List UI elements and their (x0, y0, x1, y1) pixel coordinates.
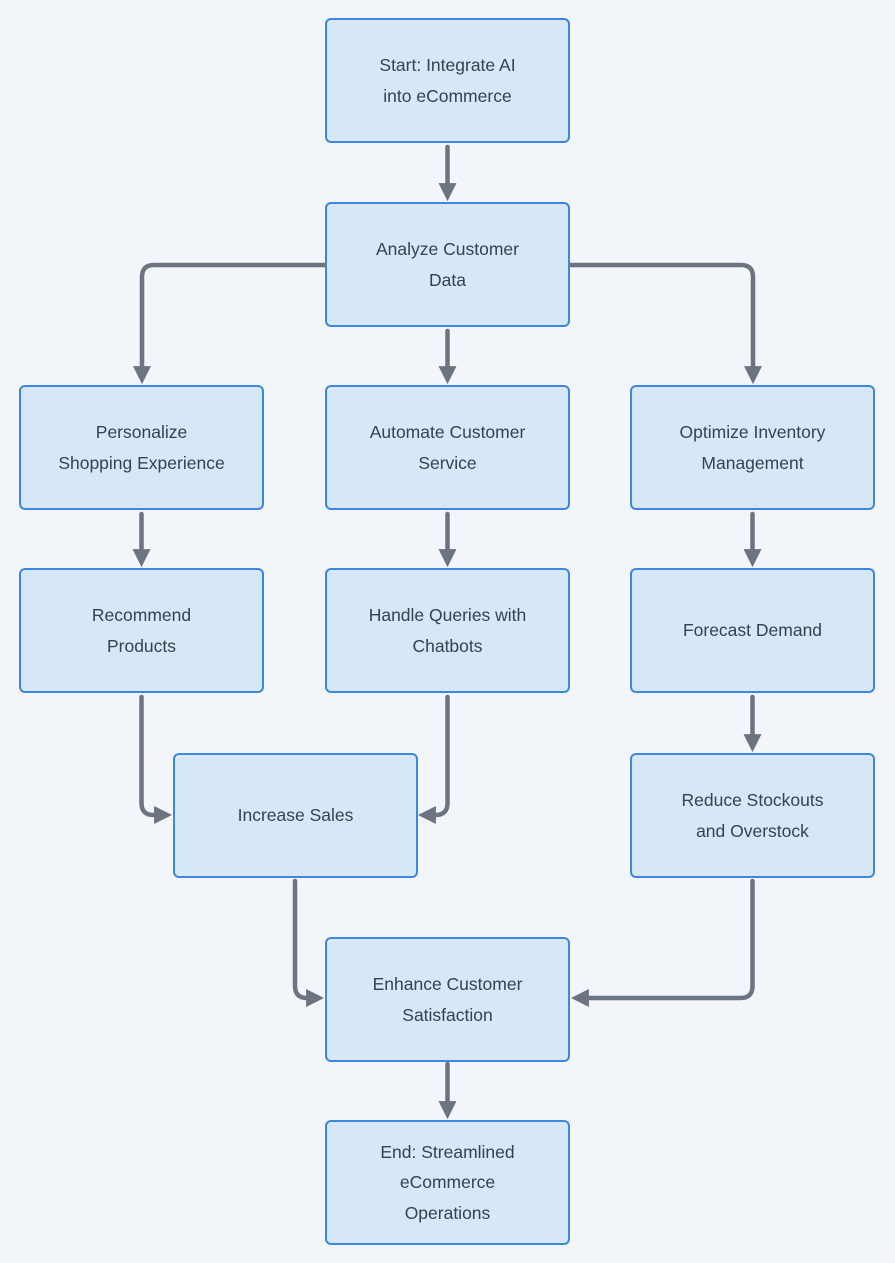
node-handle-queries-with-chatbots: Handle Queries with Chatbots (325, 568, 570, 693)
node-automate-customer-service: Automate Customer Service (325, 385, 570, 510)
node-start: Start: Integrate AI into eCommerce (325, 18, 570, 143)
node-label: End: Streamlined eCommerce Operations (380, 1142, 515, 1223)
node-label: Reduce Stockouts and Overstock (681, 790, 824, 841)
edge-analyze-optimize (567, 262, 762, 385)
node-label: Automate Customer Service (369, 422, 526, 473)
node-label: Optimize Inventory Management (679, 422, 826, 473)
node-label: Start: Integrate AI into eCommerce (379, 55, 516, 106)
node-reduce-stockouts-and-overstock: Reduce Stockouts and Overstock (630, 753, 875, 878)
node-forecast-demand: Forecast Demand (630, 568, 875, 693)
edge-analyze-personalize (133, 262, 328, 385)
node-label: Recommend Products (91, 605, 192, 656)
node-label: Analyze Customer Data (376, 239, 519, 290)
node-label: Enhance Customer Satisfaction (372, 974, 523, 1025)
node-increase-sales: Increase Sales (173, 753, 418, 878)
edge-recommend-increase (139, 694, 173, 824)
node-end: End: Streamlined eCommerce Operations (325, 1120, 570, 1245)
node-personalize-shopping-experience: Personalize Shopping Experience (19, 385, 264, 510)
node-optimize-inventory-management: Optimize Inventory Management (630, 385, 875, 510)
node-analyze-customer-data: Analyze Customer Data (325, 202, 570, 327)
edge-increase-enhance (292, 878, 325, 1007)
node-label: Increase Sales (237, 805, 354, 826)
node-recommend-products: Recommend Products (19, 568, 264, 693)
node-label: Forecast Demand (682, 620, 823, 641)
edge-handle-increase (417, 694, 450, 824)
edge-reduce-enhance (570, 878, 755, 1007)
node-label: Personalize Shopping Experience (58, 422, 225, 473)
node-enhance-customer-satisfaction: Enhance Customer Satisfaction (325, 937, 570, 1062)
node-label: Handle Queries with Chatbots (368, 605, 527, 656)
